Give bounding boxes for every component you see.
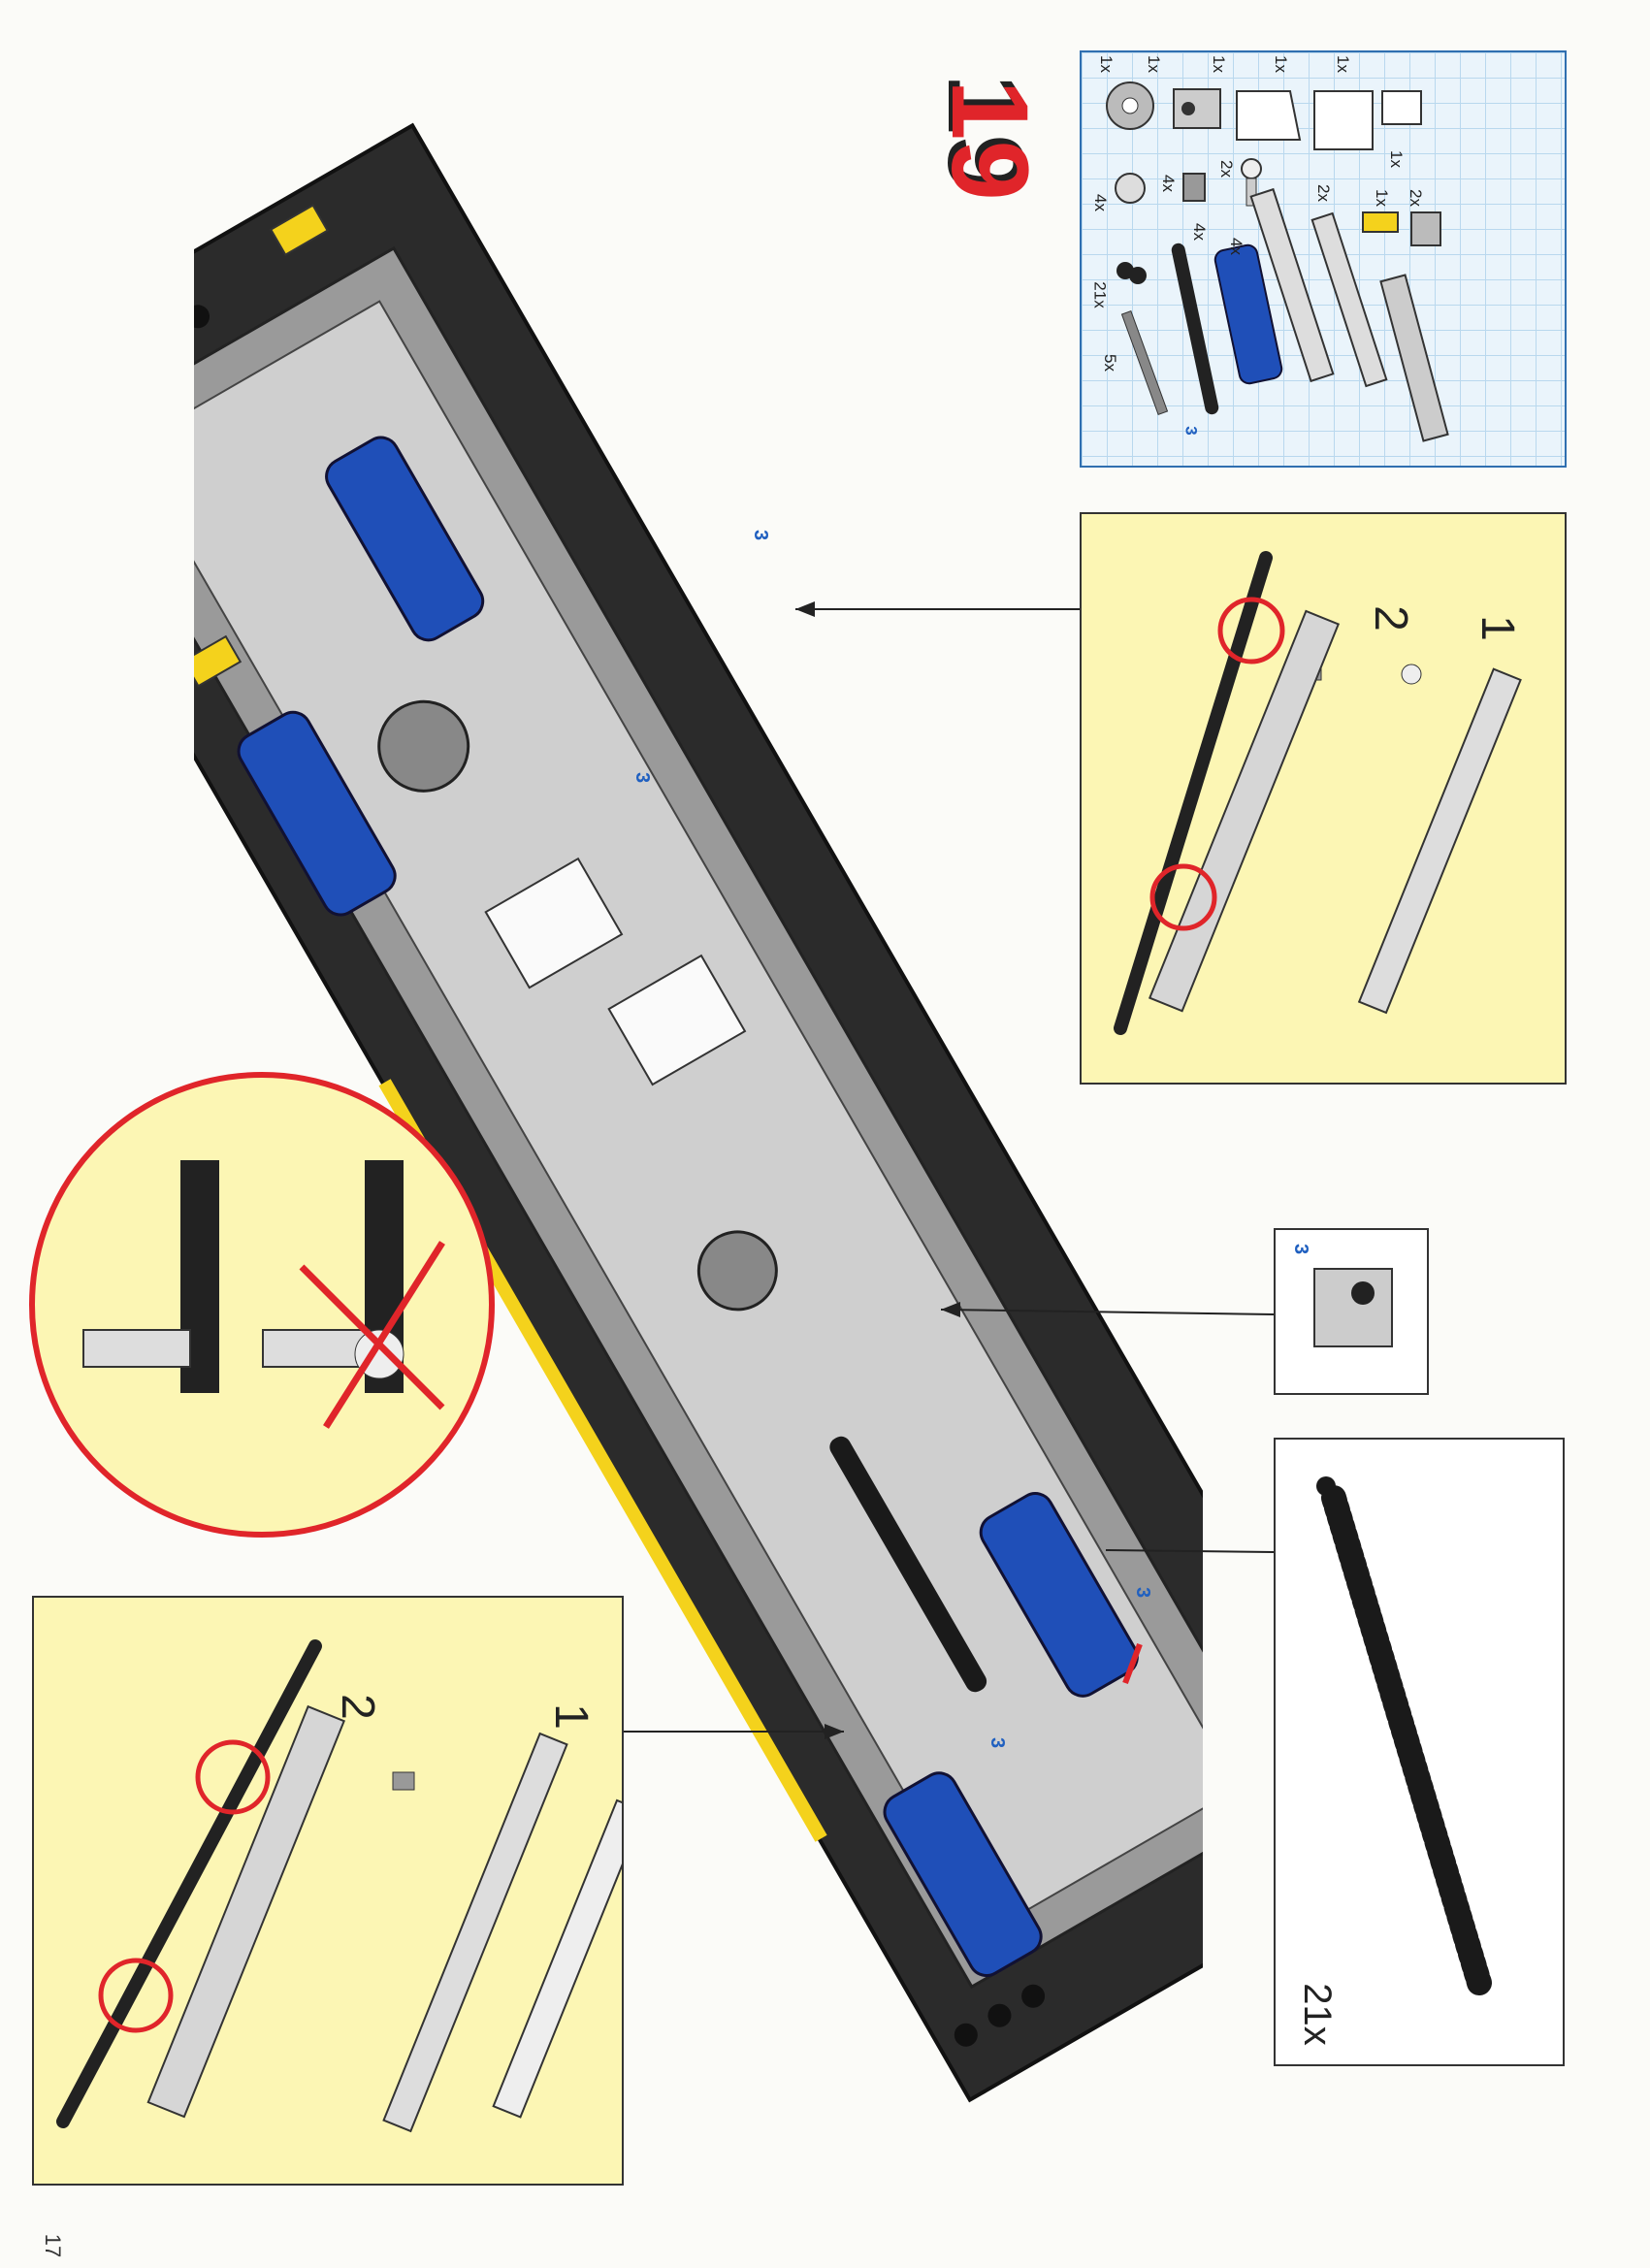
axle-icon (1120, 309, 1169, 416)
ball-joint-part (1401, 664, 1422, 685)
substep-number: 1 (1471, 615, 1523, 641)
substep-number: 2 (1364, 605, 1416, 632)
connector-brick-icon (1173, 88, 1221, 129)
chain-qty: 21x (1295, 1983, 1339, 2046)
white-brick-icon (1313, 90, 1374, 150)
white-small-brick-icon (1381, 90, 1422, 125)
ball-joint-icon (1241, 158, 1262, 207)
detail-illustration (82, 1160, 445, 1429)
panel-illustration (1316, 1476, 1492, 1995)
substep-number: 1 (544, 1703, 597, 1730)
leader-line (1105, 1549, 1275, 1553)
red-cross-mark (299, 1264, 445, 1410)
detail-circle (29, 1072, 495, 1538)
arrow-head (825, 1724, 844, 1739)
beam-short-icon (1310, 211, 1388, 388)
gear-icon (1106, 81, 1154, 130)
pin-part (82, 1329, 191, 1368)
chain-part (1321, 1485, 1492, 1995)
panel-part-detail: 3 (1274, 1228, 1429, 1395)
black-link-part (1114, 551, 1273, 1035)
panel-chain: 21x (1274, 1438, 1565, 2066)
bush-icon (1182, 173, 1206, 202)
arrow-head (941, 1302, 960, 1317)
hole-mark (1351, 1281, 1375, 1305)
pin-part (262, 1329, 371, 1368)
beam-part (1357, 667, 1522, 1015)
small-gear-icon (1115, 173, 1146, 204)
red-circle-mark (98, 1958, 174, 2033)
yellow-plate-icon (1362, 211, 1399, 233)
connector-part (1313, 1268, 1393, 1347)
panel-illustration (56, 1639, 646, 2133)
chain-link-icon (1116, 262, 1147, 284)
panel-subassembly-top: 1 2 (1080, 512, 1567, 1085)
blue-beam-icon (1213, 243, 1283, 385)
toothed-bar-icon (1379, 274, 1449, 442)
black-link-part (56, 1639, 322, 2128)
chassis-frame (194, 122, 1203, 2103)
red-arrow (1122, 1642, 1143, 1685)
callout-label: 3 (1290, 1243, 1312, 1255)
parts-illustrations (1106, 81, 1449, 442)
panel-illustration (1313, 1268, 1393, 1347)
red-cross-mark (323, 1241, 445, 1429)
model-illustration (194, 122, 1203, 2103)
beam-icon (1249, 187, 1335, 383)
beam-part (382, 1732, 568, 2133)
red-circle-mark (1217, 597, 1285, 664)
bush-part (392, 1771, 415, 1791)
toothed-bar-part (1148, 609, 1341, 1013)
panel-illustration (1114, 551, 1522, 1035)
arrow-head (795, 601, 815, 617)
substep-number: 2 (331, 1694, 383, 1720)
white-slope-icon (1236, 90, 1302, 141)
black-link-icon (1171, 243, 1219, 415)
grey-plate-icon (1410, 211, 1441, 246)
parts-list-panel: 1x 1x 1x 1x 1x 1x 4x 2x 2x 1x 2x 4x 4x 4… (1080, 50, 1567, 468)
red-circle-mark (1149, 863, 1217, 931)
toothed-bar-part (146, 1704, 345, 2119)
panel-subassembly-bottom: 1 2 (32, 1596, 646, 2186)
red-circle-mark (195, 1739, 271, 1815)
chain-link-part (1316, 1476, 1336, 1496)
leader-line (940, 1309, 1275, 1315)
